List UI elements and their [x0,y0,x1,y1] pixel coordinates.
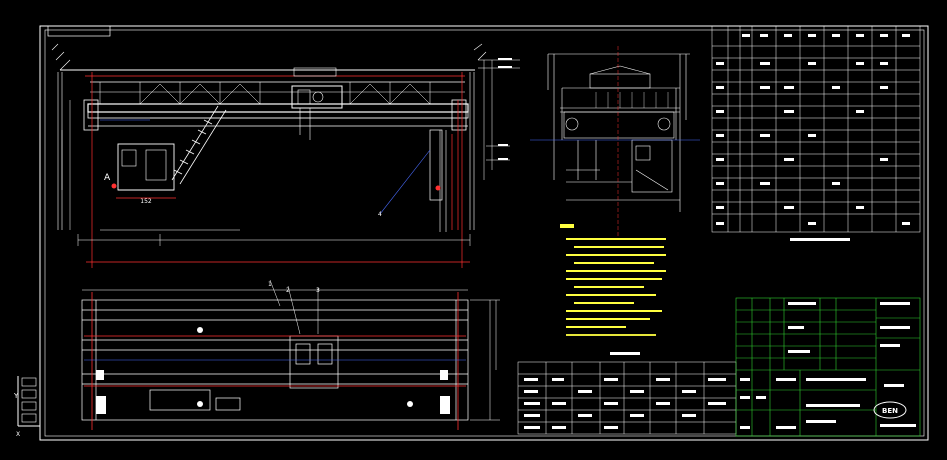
technical-notes [560,224,666,336]
marker-2: 2 [286,287,290,294]
sheet-border [39,25,929,441]
leader-markers: 1 2 3 4 [268,211,382,294]
specification-table [517,361,737,435]
title-block [735,297,921,437]
ucs-coordinate-icon: Y X [13,376,40,438]
front-elevation-view: A 152 [51,43,520,268]
dimension-152-label: 152 [140,198,152,205]
parameter-table [711,25,921,233]
specification-table-cells [524,352,726,429]
inner-frame [44,29,925,437]
marker-3: 3 [316,287,320,294]
marker-1: 1 [268,281,272,288]
plan-view [81,279,500,430]
section-marker-a: A [104,173,111,183]
company-logo: BEN [873,401,907,419]
parameter-table-cells [716,34,910,241]
logo-text: BEN [882,407,898,415]
axis-y-label: Y [13,392,19,400]
side-elevation-view [530,46,700,240]
marker-4: 4 [378,211,382,218]
title-block-cells [740,302,916,429]
title-tab-box [47,25,111,37]
axis-x-label: X [16,431,20,438]
